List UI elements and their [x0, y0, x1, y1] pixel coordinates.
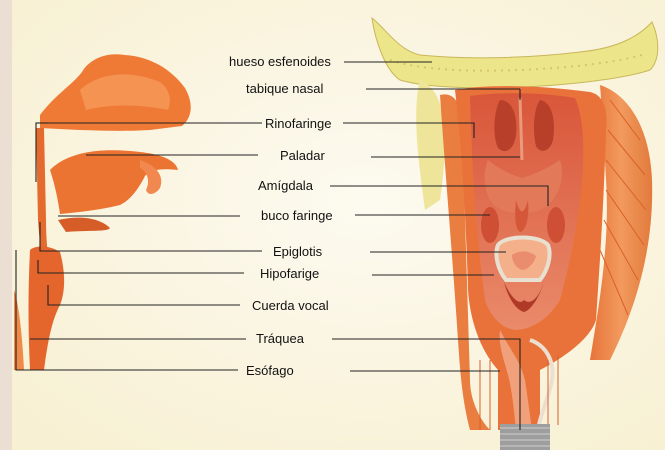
label-sphenoid: hueso esfenoides	[229, 54, 331, 69]
tonsil-right	[547, 207, 565, 243]
label-hypopharynx: Hipofarige	[260, 266, 319, 281]
label-vocal-cord: Cuerda vocal	[252, 298, 329, 313]
septum-ridge	[520, 98, 522, 160]
label-tonsil: Amígdala	[258, 178, 313, 193]
left-edge-strip	[0, 0, 12, 450]
label-esophagus: Esófago	[246, 363, 294, 378]
label-trachea: Tráquea	[256, 331, 304, 346]
label-palate: Paladar	[280, 148, 325, 163]
label-nasal-septum: tabique nasal	[246, 81, 323, 96]
tonsil-left	[481, 207, 499, 243]
label-oropharynx: buco faringe	[261, 208, 333, 223]
label-epiglottis: Epiglotis	[273, 244, 322, 259]
label-nasopharynx: Rinofaringe	[265, 116, 332, 131]
